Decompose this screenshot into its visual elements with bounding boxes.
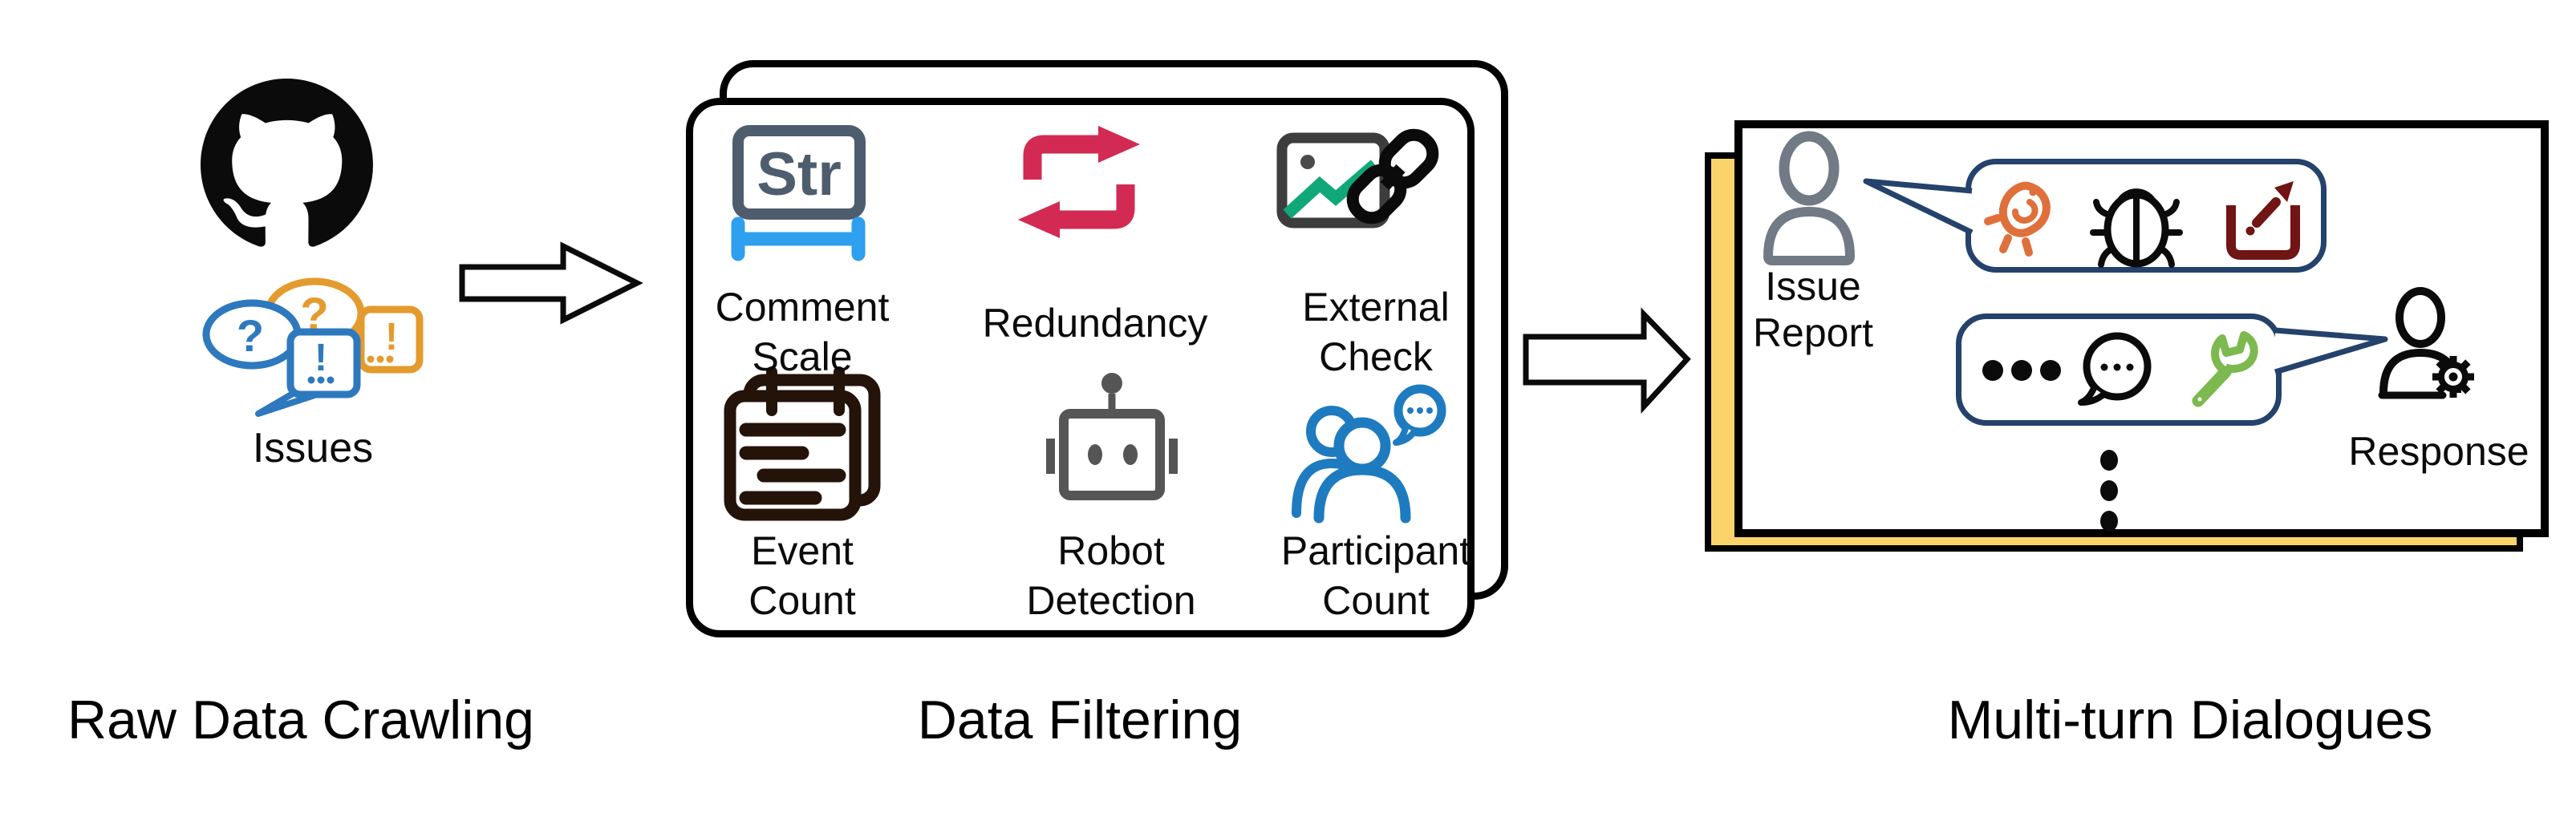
section-title-data-filtering: Data Filtering: [917, 690, 1243, 750]
lightbulb-icon: [1984, 181, 2051, 257]
gear-icon: [2432, 356, 2474, 398]
github-icon: [201, 79, 373, 247]
vertical-ellipsis-icon: [2100, 450, 2118, 532]
exclamation-glyph: !: [314, 337, 327, 379]
redundancy-repeat-icon: [1018, 126, 1140, 238]
section-title-multi-turn-dialogues: Multi-turn Dialogues: [1947, 690, 2433, 750]
comment-scale-icon: Str: [732, 125, 866, 220]
response-label: Response: [2348, 429, 2529, 474]
flow-arrow-icon: [1523, 307, 1691, 415]
bubble-tail-left: [1863, 178, 1974, 236]
exclamation-glyph: !: [385, 316, 398, 358]
share-export-icon: [2226, 181, 2300, 260]
reporter-person-icon: [1763, 131, 1856, 265]
participant-count-icon: [1292, 384, 1446, 524]
issues-label: Issues: [252, 425, 374, 471]
bubble-tail-right: [2274, 327, 2388, 375]
str-badge-label: Str: [757, 140, 842, 208]
length-ruler-icon: [731, 216, 866, 261]
robot-detection-icon: [1046, 373, 1178, 500]
wrench-icon: [2192, 331, 2258, 407]
label-redundancy: Redundancy: [982, 301, 1208, 346]
responder-person-icon: [2378, 287, 2474, 399]
section-title-raw-data-crawling: Raw Data Crawling: [67, 690, 534, 750]
issues-chat-bubbles-icon: ! ? ? !: [202, 277, 424, 417]
chat-balloon-icon: [2078, 332, 2152, 406]
flow-arrow-icon: [459, 241, 643, 325]
ellipsis-icon: [1982, 360, 2061, 381]
external-check-icon: [1276, 128, 1439, 229]
chain-link-icon: [1346, 128, 1439, 224]
bug-icon: [2090, 188, 2183, 268]
question-glyph: ?: [237, 310, 264, 361]
event-count-icon: [724, 366, 881, 521]
